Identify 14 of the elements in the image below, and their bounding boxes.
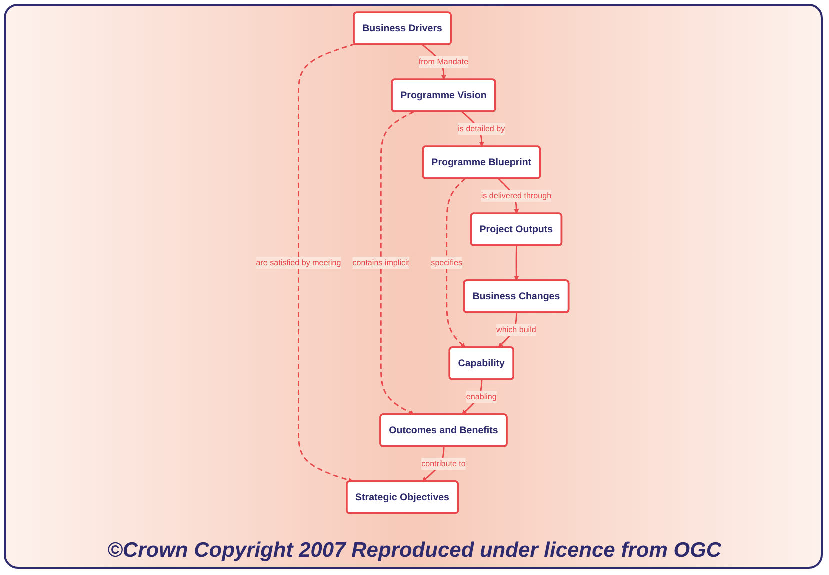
edge-label: are satisfied by meeting [256, 258, 342, 268]
edge-label: which build [496, 325, 536, 334]
arrow [446, 178, 466, 348]
edge-label: is detailed by [458, 124, 506, 134]
edge-label: contribute to [422, 459, 466, 468]
arrow [380, 111, 415, 416]
arrow [514, 246, 520, 282]
edge-label: enabling [466, 392, 497, 402]
arrow [298, 43, 356, 483]
edge-label: specifies [431, 258, 462, 268]
edge-label: contains implicit [352, 258, 410, 268]
copyright-caption: ©Crown Copyright 2007 Reproduced under licence from OGC [107, 539, 722, 563]
edge-label: from Mandate [418, 57, 469, 66]
edge-label: is delivered through [481, 191, 552, 200]
